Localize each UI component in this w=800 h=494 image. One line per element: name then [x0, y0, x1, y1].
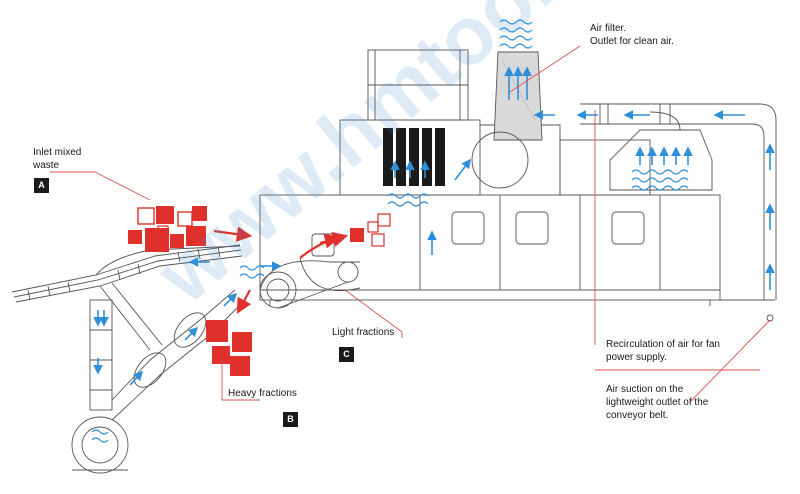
fan-hood: [471, 111, 713, 191]
air-suction-label: Air suction on the lightweight outlet of…: [606, 383, 708, 422]
recirculation-label: Recirculation of air for fan power suppl…: [606, 338, 720, 364]
air-suction-line3: conveyor belt.: [606, 410, 669, 421]
heavy-fraction-pieces: [206, 320, 252, 376]
airflow-waves: [91, 19, 689, 443]
air-filter-line2: Outlet for clean air.: [590, 36, 674, 47]
inlet-mixed-waste-label: Inlet mixed waste: [33, 146, 81, 172]
recirculation-line1: Recirculation of air for fan: [606, 339, 720, 350]
recirculation-line2: power supply.: [606, 352, 667, 363]
air-filter-line1: Air filter.: [590, 23, 627, 34]
inlet-label-line2: waste: [33, 160, 60, 171]
heavy-fractions-label: Heavy fractions: [228, 388, 297, 399]
air-filter-label: Air filter. Outlet for clean air.: [590, 22, 674, 48]
inlet-label-line1: Inlet mixed: [33, 147, 82, 158]
suction-duct: [71, 289, 246, 474]
light-fractions-label: Light fractions: [332, 327, 395, 338]
return-duct: [580, 103, 777, 322]
tag-b: B: [283, 412, 298, 427]
tag-c: C: [339, 347, 354, 362]
air-suction-line2: lightweight outlet of the: [606, 397, 709, 408]
filter-cartridges: [383, 128, 445, 186]
tag-a: A: [34, 178, 49, 193]
light-fraction-pieces: [350, 213, 391, 247]
air-suction-line1: Air suction on the: [606, 384, 684, 395]
leader-lines: [50, 45, 771, 403]
machine-body: [259, 194, 775, 306]
airflow-arrows: [93, 66, 775, 386]
mixed-waste-pieces: [128, 206, 207, 252]
separation-drum: [259, 257, 361, 309]
material-flow-arrows: [213, 226, 349, 314]
inlet-conveyor: [11, 244, 243, 351]
